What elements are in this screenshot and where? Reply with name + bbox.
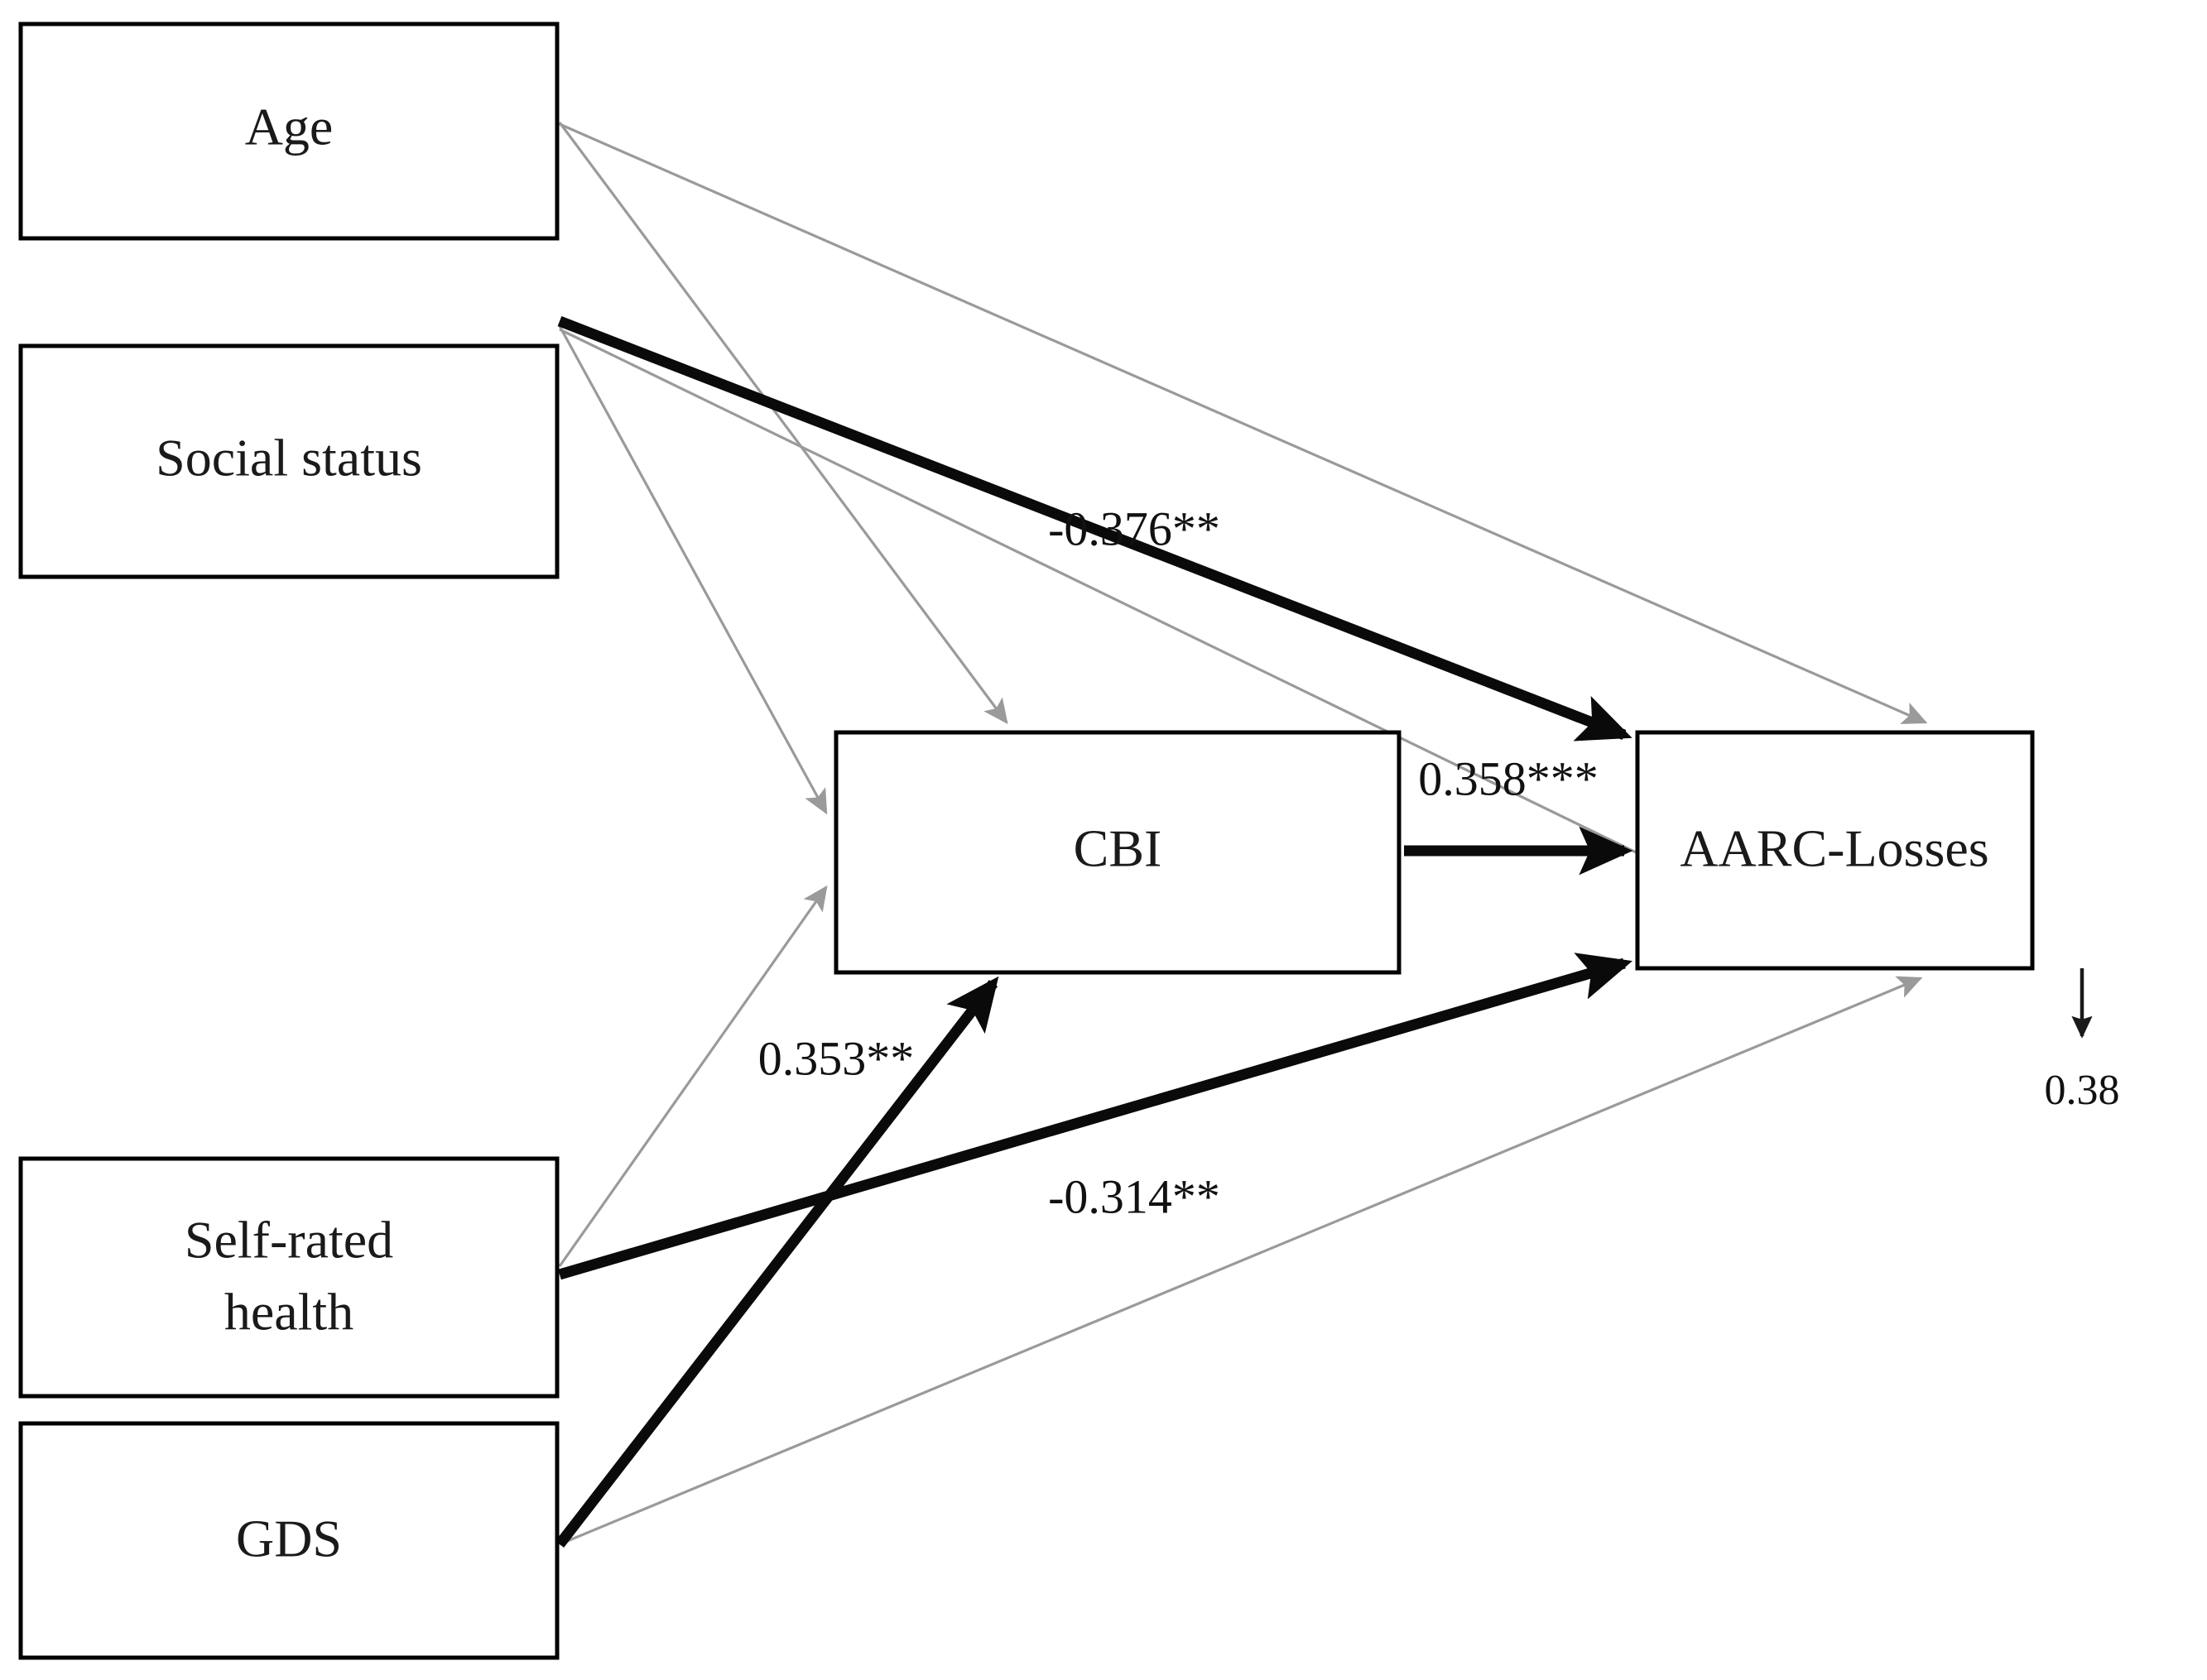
edge-label-gds-to-cbi: 0.353** — [758, 1031, 915, 1085]
node-self-rated-health-label-line1: Self-rated — [185, 1211, 393, 1270]
node-age-label: Age — [245, 98, 334, 156]
node-self-rated-health-label-line2: health — [224, 1283, 353, 1342]
edge-age-to-cbi — [558, 122, 1008, 725]
node-gds[interactable]: GDS — [18, 1421, 560, 1660]
residual-label-aarc: 0.38 — [2045, 1067, 2120, 1114]
edge-label-cbi-to-aarc: 0.358*** — [1418, 751, 1599, 805]
node-gds-box[interactable] — [18, 1421, 560, 1660]
node-social-status-box[interactable] — [18, 343, 560, 579]
edge-srh-to-aarc — [558, 953, 1632, 1280]
edge-social-to-aarc — [557, 315, 1632, 742]
node-aarc-losses[interactable]: AARC-Losses — [1635, 730, 2035, 971]
edge-label-social-to-aarc: -0.376** — [1048, 502, 1220, 555]
node-cbi-label: CBI — [1074, 819, 1162, 878]
edge-age-to-aarc — [559, 122, 1928, 724]
node-self-rated-health-box[interactable] — [18, 1156, 560, 1399]
node-cbi[interactable]: CBI — [834, 730, 1402, 975]
node-cbi-box[interactable] — [834, 730, 1402, 975]
node-age-box[interactable] — [18, 22, 560, 241]
node-aarc-losses-box[interactable] — [1635, 730, 2035, 971]
edge-social-to-cbi — [558, 325, 828, 815]
node-gds-label: GDS — [236, 1510, 342, 1568]
edge-srh-to-cbi — [558, 885, 828, 1267]
edge-gds-to-aarc — [559, 976, 1923, 1546]
node-social-status[interactable]: Social status — [18, 343, 560, 579]
edge-gds-to-cbi — [555, 976, 999, 1548]
node-aarc-losses-label: AARC-Losses — [1680, 819, 1988, 878]
node-social-status-label: Social status — [156, 429, 422, 487]
node-age[interactable]: Age — [18, 22, 560, 241]
edge-label-srh-to-aarc: -0.314** — [1048, 1169, 1220, 1223]
node-self-rated-health[interactable]: Self-rated health — [18, 1156, 560, 1399]
